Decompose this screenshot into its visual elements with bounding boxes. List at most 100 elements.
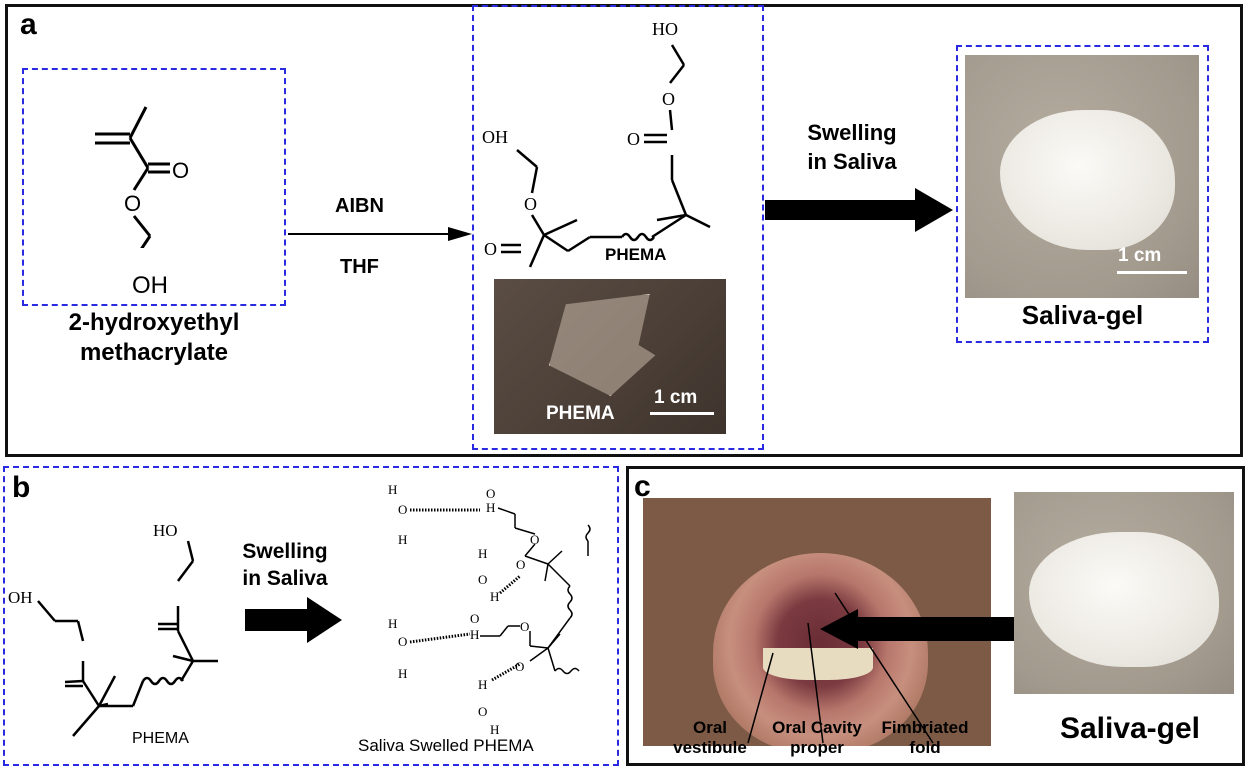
annotation-oral-cavity-proper: Oral Cavity proper [772,718,862,757]
bond-line [497,507,516,515]
bond-line [141,676,185,686]
bond-line [132,215,152,237]
atom-label: H [478,677,487,692]
bond-line [76,620,85,642]
bond-line [524,555,549,565]
bond-line [547,633,561,649]
bond-line [179,660,195,682]
atom-label: O [486,486,495,501]
swelling-text-a: Swelling in Saliva [787,118,917,176]
swelling-line2: in Saliva [807,149,897,174]
bond-line [524,543,536,557]
phema-film [549,294,656,396]
atom-label: H [486,500,495,515]
polymer-o: O [662,89,675,109]
polymer-box [472,5,764,450]
atom-label: O [478,704,487,719]
bond-line [554,667,580,675]
phema-structure: OH HO O O O O [482,19,711,268]
bond-line [543,233,569,253]
bond-line [128,137,150,169]
atom-label: O [470,611,479,626]
polymer-ho: HO [652,19,678,39]
bond-line [747,652,774,744]
reagent-aibn: AIBN [335,195,384,217]
gel-label-c: Saliva-gel [1059,712,1201,745]
lower-teeth [763,648,873,680]
reaction-arrow [288,227,472,241]
bond-line [530,214,546,236]
bond-line [491,662,521,682]
monomer-name: 2-hydroxyethyl methacrylate [22,308,286,368]
bond-line [499,574,521,595]
polymer-oh: OH [482,127,508,147]
bond-line [72,705,100,737]
bond-line [530,166,539,194]
atom-label: O [520,619,529,634]
atom-label: O [530,532,539,547]
bond-line [97,675,117,707]
saliva-gel-sample [1000,110,1175,250]
bond-line [547,550,563,565]
bond-line [547,563,571,587]
photo-scale-bar [650,412,714,415]
bond-line [807,622,824,744]
bond-line [128,106,148,139]
monomer-name-line1: 2-hydroxyethyl [68,309,240,336]
bond-line [567,585,573,619]
atom-label: O [398,634,407,649]
annotation-oral-vestibule: Oral vestibule [673,718,747,757]
atom-label: H [478,546,487,561]
atom-label: O [515,659,524,674]
gel-scale-bar [1117,271,1187,274]
phema-structure-b: OH HO [8,521,218,737]
panel-b [3,466,619,766]
bond-line [820,609,858,649]
placement-arrow [820,609,1032,649]
bond-line [656,213,687,222]
atom-label: H [490,589,499,604]
bond-line [567,235,591,253]
atom-label: H [388,616,397,631]
bond-line [409,632,471,644]
bond-line [651,213,687,239]
bond-line [132,167,150,191]
panel-a-label: a [20,8,37,41]
bond-line [176,630,195,662]
monomer-oh: OH [132,272,168,299]
bond-line [186,540,195,562]
monomer-structure: O O [95,106,189,248]
bond-line [245,609,310,631]
bond-line [499,625,509,637]
bond-line [529,647,549,662]
bond-line [131,680,145,707]
bond-line [765,200,915,220]
atom-label: H [490,722,499,736]
bond-line [685,213,711,229]
bond-line [448,227,472,241]
gel-label: Saliva-gel [1021,300,1144,330]
polymer-o: O [524,194,537,214]
panel-c-label: c [634,470,651,503]
bond-line [307,597,342,643]
swelling-text-b: Swelling in Saliva [215,538,355,592]
phema-photo: PHEMA 1 cm [494,279,726,434]
bond-line [850,617,1032,641]
phema-b-oh: OH [8,588,33,607]
photo-label: PHEMA [546,403,615,424]
bond-line [543,218,578,237]
gel-scale-label: 1 cm [1118,245,1162,266]
bond-line [177,560,194,582]
swelled-phema-structure: HOH OH HOH HOH OH HOH OO OO [388,482,591,736]
atom-label: H [470,627,479,642]
atom-label: O [398,502,407,517]
bond-line [669,64,685,84]
swelling-line1: Swelling [242,540,328,563]
bond-line [915,188,953,232]
bond-line [529,645,549,649]
polymer-o: O [484,239,497,259]
bond-line [516,149,538,168]
annotation-fimbriated-fold: Fimbriated fold [881,718,969,757]
bond-line [547,647,556,672]
bond-line [172,654,194,663]
